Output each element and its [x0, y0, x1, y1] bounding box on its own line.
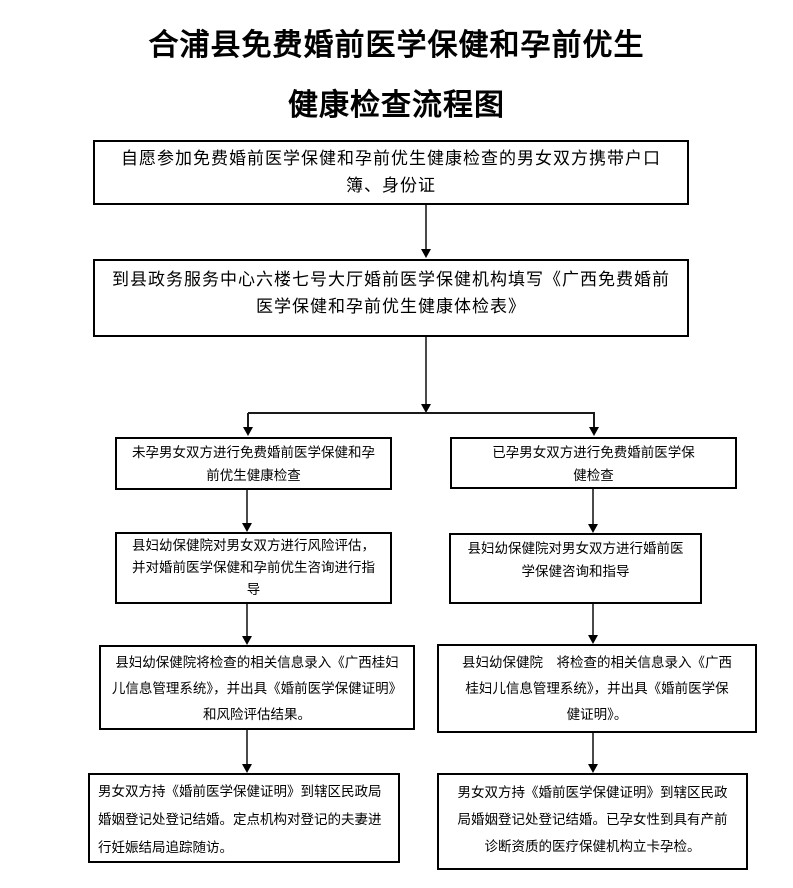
connector-split-to-right [593, 413, 595, 427]
arrowhead-icon [589, 427, 599, 436]
connector-split-to-left [247, 413, 249, 427]
arrowhead-icon [242, 764, 252, 773]
connector-left-3-4 [246, 730, 248, 764]
arrowhead-icon [242, 636, 252, 645]
flow-box-right-marriage-registration: 男女双方持《婚前医学保健证明》到辖区民政 局婚姻登记处登记结婚。已孕女性到具有产… [437, 773, 748, 870]
arrowhead-icon [588, 635, 598, 644]
flow-box-left-issue-certificate: 县妇幼保健院将检查的相关信息录入《广西桂妇 儿信息管理系统》，并出具《婚前医学保… [99, 645, 415, 730]
flow-box-fill-form: 到县政务服务中心六楼七号大厅婚前医学保健机构填写《广西免费婚前 医学保健和孕前优… [93, 259, 689, 337]
connector-form-to-split [425, 337, 427, 404]
arrowhead-icon [588, 524, 598, 533]
page-title-line2: 健康检查流程图 [288, 89, 505, 122]
arrowhead-icon [421, 249, 431, 258]
arrowhead-icon [588, 764, 598, 773]
connector-right-2-3 [592, 604, 594, 635]
flow-box-right-counseling: 县妇幼保健院对男女双方进行婚前医 学保健咨询和指导 [449, 533, 702, 604]
flow-box-left-not-pregnant-check: 未孕男女双方进行免费婚前医学保健和孕 前优生健康检查 [115, 437, 392, 490]
flow-box-right-pregnant-check: 已孕男女双方进行免费婚前医学保 健检查 [450, 437, 737, 489]
arrowhead-icon [243, 427, 253, 436]
flow-box-right-issue-certificate: 县妇幼保健院 将检查的相关信息录入《广西 桂妇儿信息管理系统》，并出具《婚前医学… [437, 644, 757, 733]
arrowhead-icon [421, 404, 431, 413]
flow-box-start: 自愿参加免费婚前医学保健和孕前优生健康检查的男女双方携带户口 簿、身份证 [93, 140, 689, 205]
page-title-line1: 合浦县免费婚前医学保健和孕前优生 [148, 29, 645, 62]
connector-left-2-3 [246, 604, 248, 636]
flow-box-left-marriage-registration: 男女双方持《婚前医学保健证明》到辖区民政局 婚姻登记处登记结婚。定点机构对登记的… [88, 773, 400, 863]
connector-start-to-form [425, 205, 427, 249]
connector-right-3-4 [592, 733, 594, 764]
flow-box-left-risk-assessment: 县妇幼保健院对男女双方进行风险评估， 并对婚前医学保健和孕前优生咨询进行指 导 [115, 532, 392, 604]
connector-left-1-2 [246, 490, 248, 523]
connector-right-1-2 [592, 489, 594, 524]
split-branch-line [248, 412, 595, 414]
arrowhead-icon [242, 523, 252, 532]
